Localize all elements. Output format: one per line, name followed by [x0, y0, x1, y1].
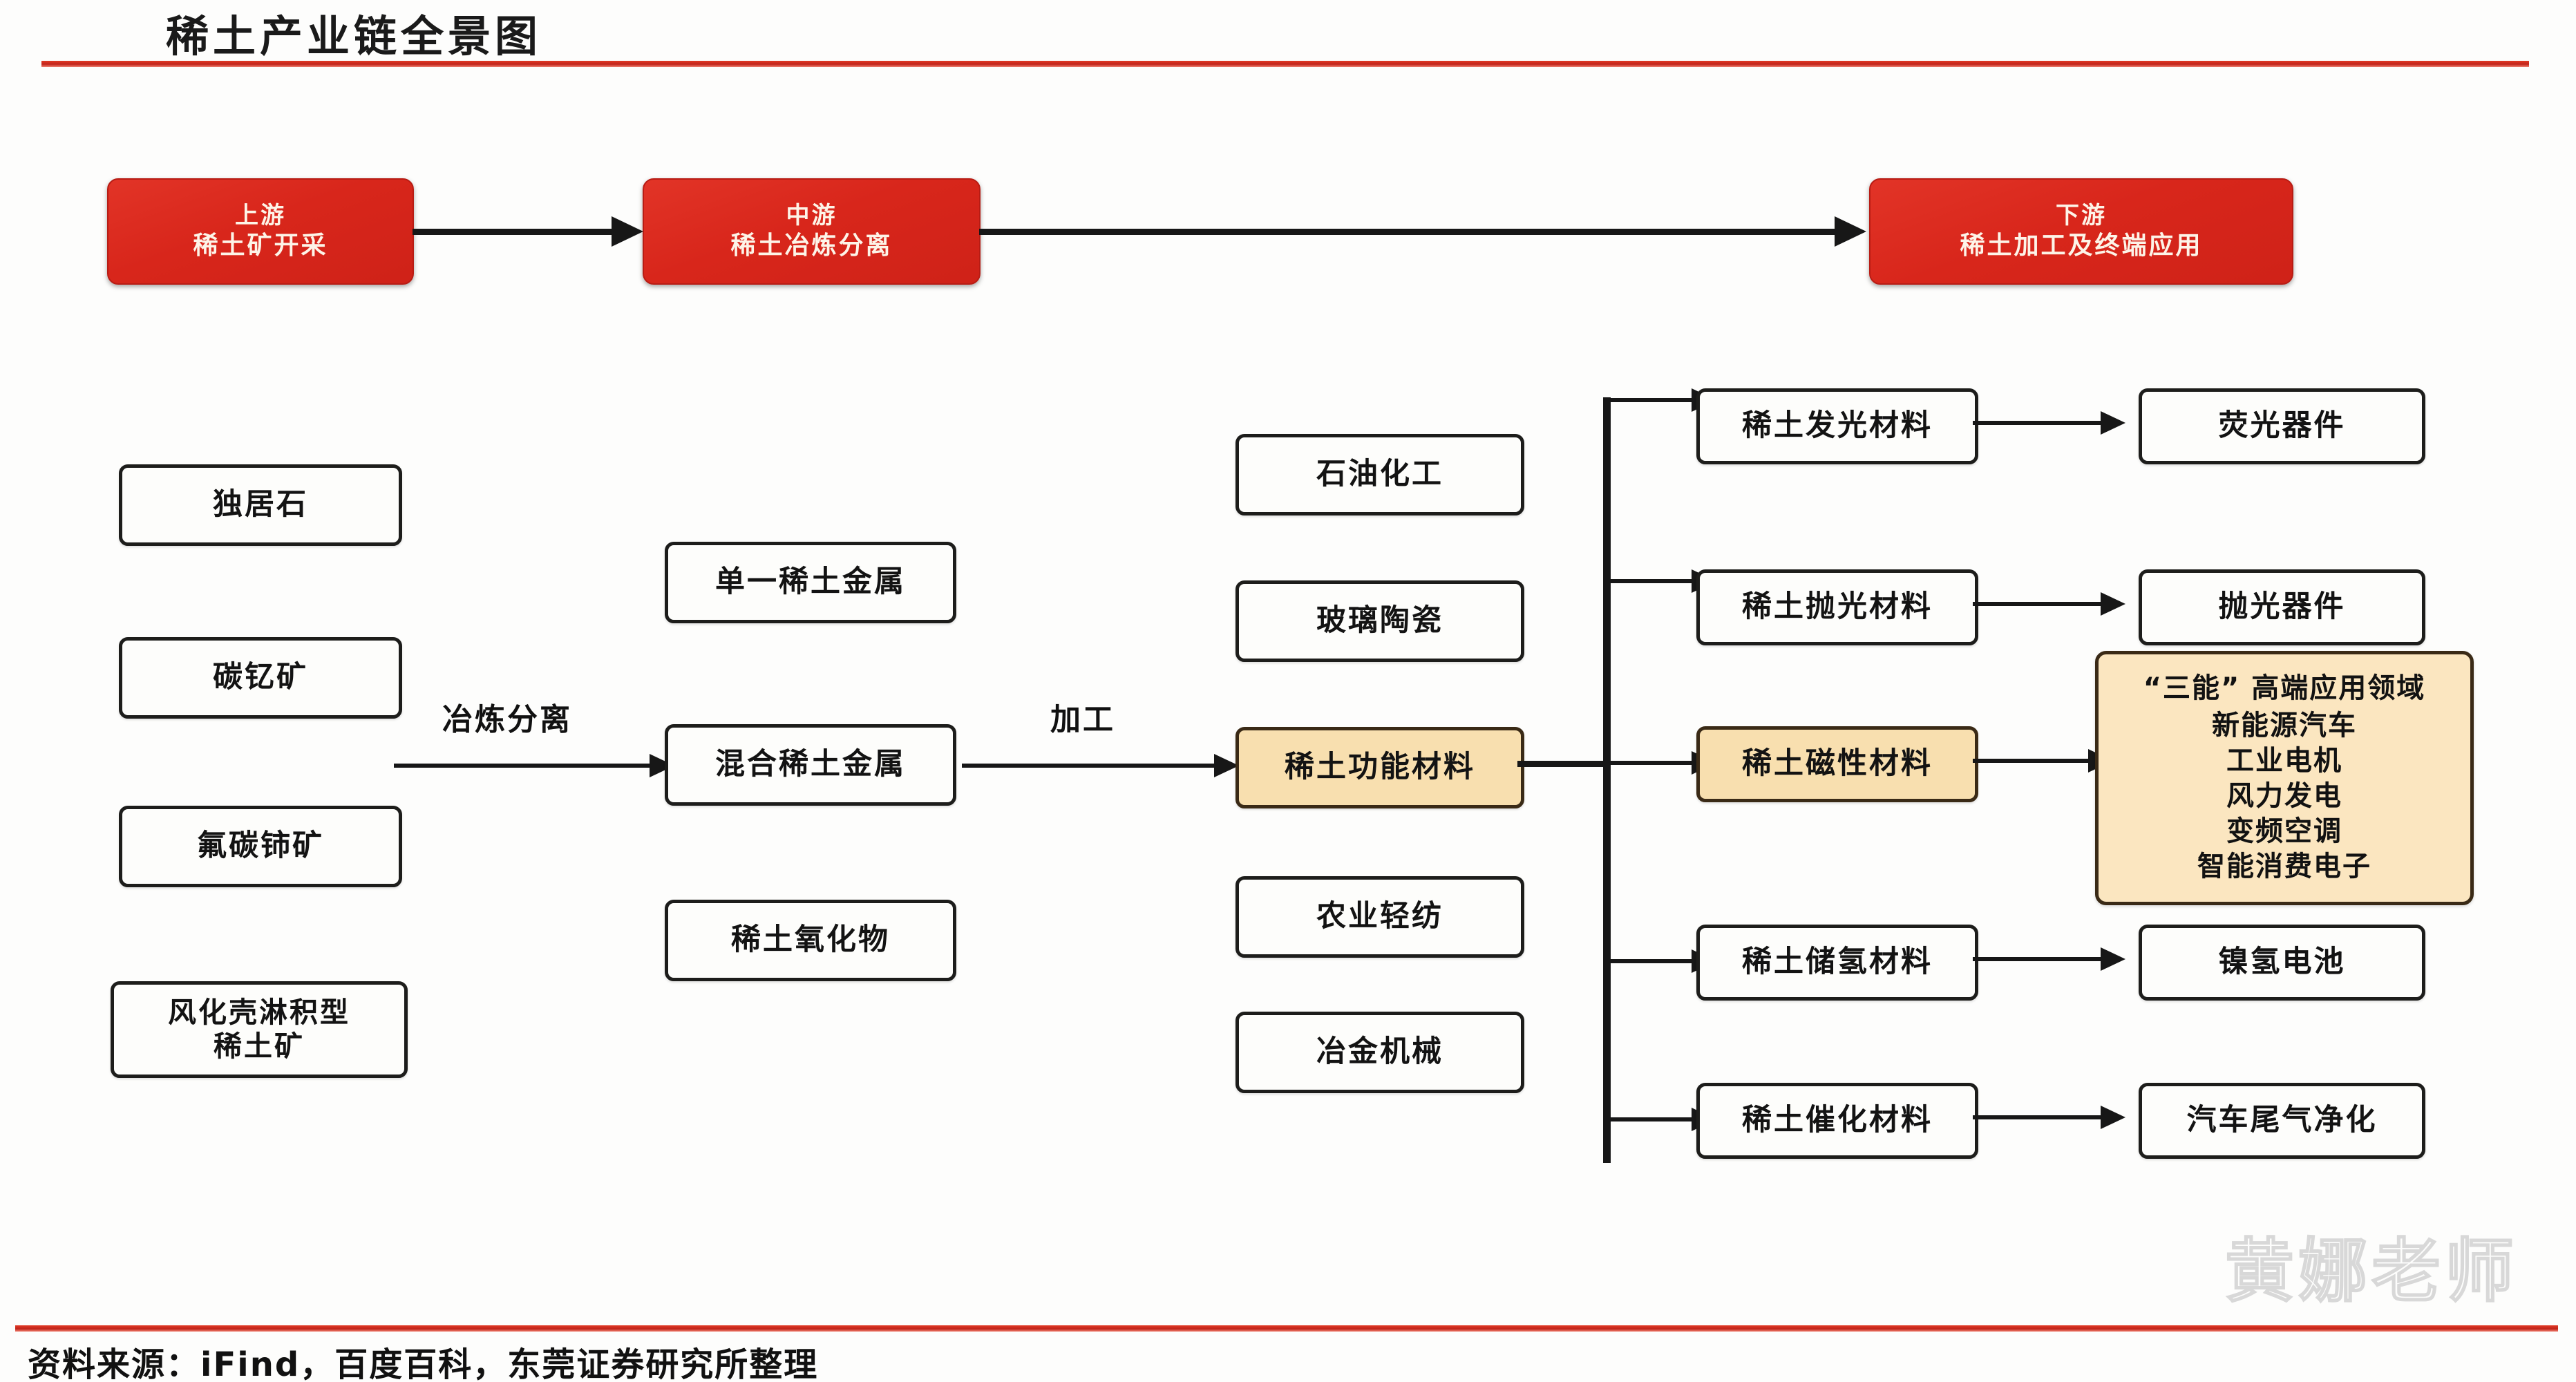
node-ore-yttrium-carbonate: 碳钇矿: [119, 637, 402, 719]
connector-luminescent-to-fluorescent-device: [1973, 421, 2104, 425]
stage-downstream-line1: 下游: [2056, 202, 2107, 230]
node-polishing-materials: 稀土抛光材料: [1696, 569, 1978, 645]
node-luminescent-materials: 稀土发光材料: [1696, 388, 1978, 464]
node-catalytic-materials: 稀土催化材料: [1696, 1083, 1978, 1159]
arrowhead-intermediates-to-applications: [1214, 754, 1239, 777]
connector-spine-to-polishing: [1606, 579, 1696, 583]
arrowhead-catalytic-to-exhaust-purification: [2101, 1106, 2125, 1129]
connector-functional-to-spine: [1517, 761, 1611, 767]
node-rare-earth-oxide: 稀土氧化物: [665, 900, 956, 981]
panel-heading: “三能” 高端应用领域: [2143, 672, 2426, 705]
edge-label-smelting: 冶炼分离: [442, 702, 572, 737]
node-nimh-battery-label: 镍氢电池: [2218, 945, 2346, 980]
connector-spine-vertical: [1603, 397, 1611, 1163]
node-rare-earth-oxide-label: 稀土氧化物: [731, 922, 890, 958]
connector-spine-to-luminescent: [1606, 398, 1696, 402]
connector-polishing-to-polishing-device: [1973, 602, 2104, 606]
node-magnetic-materials: 稀土磁性材料: [1696, 726, 1978, 802]
connector-ores-to-mixed-metal: [394, 764, 653, 768]
node-rare-earth-functional-materials-label: 稀土功能材料: [1285, 750, 1475, 785]
node-magnetic-materials-label: 稀土磁性材料: [1742, 746, 1933, 782]
watermark: 黄娜老师: [2224, 1230, 2518, 1312]
node-mixed-rare-earth-metal-label: 混合稀土金属: [715, 747, 906, 782]
connector-magnetic-to-panel: [1973, 759, 2094, 763]
panel-item-new-energy-vehicle: 新能源汽车: [2212, 709, 2357, 741]
page-title: 稀土产业链全景图: [166, 11, 542, 61]
node-polishing-materials-label: 稀土抛光材料: [1742, 589, 1933, 625]
node-exhaust-purification: 汽车尾气净化: [2139, 1083, 2425, 1159]
node-rare-earth-functional-materials: 稀土功能材料: [1235, 727, 1524, 808]
node-ore-yttrium-carbonate-label: 碳钇矿: [213, 660, 308, 695]
node-ore-weathered-crust: 风化壳淋积型 稀土矿: [111, 981, 408, 1078]
arrowhead-midstream-to-downstream: [1835, 216, 1866, 247]
node-ore-bastnaesite-label: 氟碳铈矿: [197, 829, 324, 864]
node-catalytic-materials-label: 稀土催化材料: [1742, 1103, 1933, 1138]
connector-upstream-to-midstream: [413, 229, 613, 235]
node-metallurgy-machinery-label: 冶金机械: [1316, 1034, 1443, 1070]
node-petrochemical: 石油化工: [1235, 434, 1524, 515]
panel-item-inverter-air-conditioner: 变频空调: [2226, 815, 2342, 848]
connector-spine-to-magnetic: [1606, 761, 1696, 765]
node-mixed-rare-earth-metal: 混合稀土金属: [665, 724, 956, 806]
connector-spine-to-hydrogen-storage: [1606, 959, 1696, 963]
stage-midstream-line1: 中游: [786, 202, 837, 230]
node-ore-monazite-label: 独居石: [213, 487, 308, 522]
stage-midstream: 中游 稀土冶炼分离: [643, 178, 981, 285]
arrowhead-luminescent-to-fluorescent-device: [2101, 411, 2125, 435]
footer-divider: [15, 1325, 2558, 1332]
edge-label-processing: 加工: [1050, 702, 1115, 737]
panel-item-industrial-motor: 工业电机: [2226, 744, 2342, 777]
node-fluorescent-device: 荧光器件: [2139, 388, 2425, 464]
node-polishing-device: 抛光器件: [2139, 569, 2425, 645]
panel-high-end-applications: “三能” 高端应用领域 新能源汽车 工业电机 风力发电 变频空调 智能消费电子: [2095, 651, 2474, 905]
node-polishing-device-label: 抛光器件: [2218, 589, 2346, 625]
stage-upstream: 上游 稀土矿开采: [107, 178, 414, 285]
panel-item-wind-power: 风力发电: [2226, 780, 2342, 812]
source-note: 资料来源：iFind，百度百科，东莞证券研究所整理: [28, 1345, 819, 1382]
stage-upstream-line2: 稀土矿开采: [193, 231, 328, 260]
panel-item-smart-consumer-electronics: 智能消费电子: [2197, 851, 2371, 883]
connector-hydrogen-to-nimh-battery: [1973, 957, 2104, 961]
stage-upstream-line1: 上游: [235, 202, 286, 230]
node-metallurgy-machinery: 冶金机械: [1235, 1012, 1524, 1093]
arrowhead-polishing-to-polishing-device: [2101, 592, 2125, 616]
node-nimh-battery: 镍氢电池: [2139, 925, 2425, 1001]
node-agriculture-textile: 农业轻纺: [1235, 876, 1524, 958]
node-glass-ceramics: 玻璃陶瓷: [1235, 580, 1524, 662]
node-ore-weathered-crust-label-line2: 稀土矿: [214, 1030, 305, 1063]
header-divider: [41, 61, 2529, 67]
connector-spine-to-catalytic: [1606, 1117, 1696, 1121]
node-glass-ceramics-label: 玻璃陶瓷: [1316, 603, 1443, 638]
arrowhead-upstream-to-midstream: [612, 216, 643, 247]
connector-midstream-to-downstream: [979, 229, 1836, 235]
stage-downstream-line2: 稀土加工及终端应用: [1960, 231, 2203, 260]
arrowhead-hydrogen-to-nimh-battery: [2101, 947, 2125, 971]
node-agriculture-textile-label: 农业轻纺: [1316, 899, 1443, 934]
node-single-rare-earth-metal: 单一稀土金属: [665, 542, 956, 623]
node-hydrogen-storage-materials: 稀土储氢材料: [1696, 925, 1978, 1001]
node-ore-monazite: 独居石: [119, 464, 402, 546]
node-ore-weathered-crust-label-line1: 风化壳淋积型: [168, 995, 350, 1029]
node-petrochemical-label: 石油化工: [1316, 457, 1443, 492]
node-luminescent-materials-label: 稀土发光材料: [1742, 408, 1933, 444]
node-hydrogen-storage-materials-label: 稀土储氢材料: [1742, 945, 1933, 980]
connector-catalytic-to-exhaust-purification: [1973, 1115, 2104, 1119]
node-single-rare-earth-metal-label: 单一稀土金属: [715, 565, 906, 600]
node-exhaust-purification-label: 汽车尾气净化: [2186, 1103, 2378, 1138]
stage-downstream: 下游 稀土加工及终端应用: [1869, 178, 2293, 285]
node-fluorescent-device-label: 荧光器件: [2218, 408, 2346, 444]
node-ore-bastnaesite: 氟碳铈矿: [119, 806, 402, 887]
stage-midstream-line2: 稀土冶炼分离: [730, 231, 893, 260]
connector-intermediates-to-applications: [962, 764, 1218, 768]
